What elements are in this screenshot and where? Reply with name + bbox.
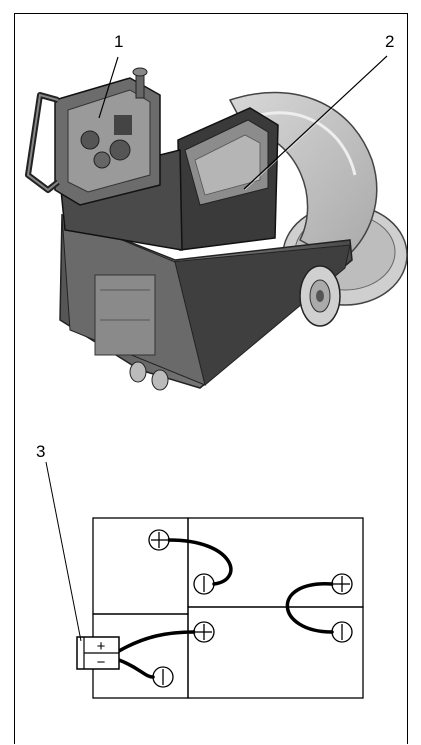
terminal-positive-3 <box>193 621 215 643</box>
control-panel <box>54 77 161 206</box>
connector-positive-symbol: + <box>97 638 106 655</box>
cable-1 <box>167 538 233 586</box>
callout-3: 3 <box>36 442 46 461</box>
battery-top-left <box>92 517 189 615</box>
terminal-positive-1 <box>148 529 170 551</box>
battery-cables <box>117 538 334 679</box>
floor-scrubber-illustration <box>25 55 408 391</box>
connector-negative-symbol: − <box>97 654 106 671</box>
terminal-negative-1 <box>193 573 215 595</box>
terminal-positive-2 <box>331 573 353 595</box>
figure-frame <box>14 13 408 744</box>
cable-2 <box>285 582 334 634</box>
callout-2: 2 <box>385 32 395 51</box>
battery-top-right <box>187 517 364 608</box>
callout-3-leader <box>45 461 82 642</box>
terminal-negative-3 <box>152 666 174 688</box>
cable-4 <box>117 658 155 679</box>
battery-connector <box>76 636 120 670</box>
callout-1-leader <box>98 56 119 119</box>
battery-wiring-diagram <box>92 517 364 699</box>
battery-bottom-right <box>187 606 364 699</box>
front-casters <box>129 361 169 391</box>
cable-3 <box>117 630 196 653</box>
callout-1: 1 <box>114 32 124 51</box>
callout-2-leader <box>243 55 388 190</box>
rear-wheel <box>299 265 341 327</box>
terminal-negative-2 <box>331 621 353 643</box>
